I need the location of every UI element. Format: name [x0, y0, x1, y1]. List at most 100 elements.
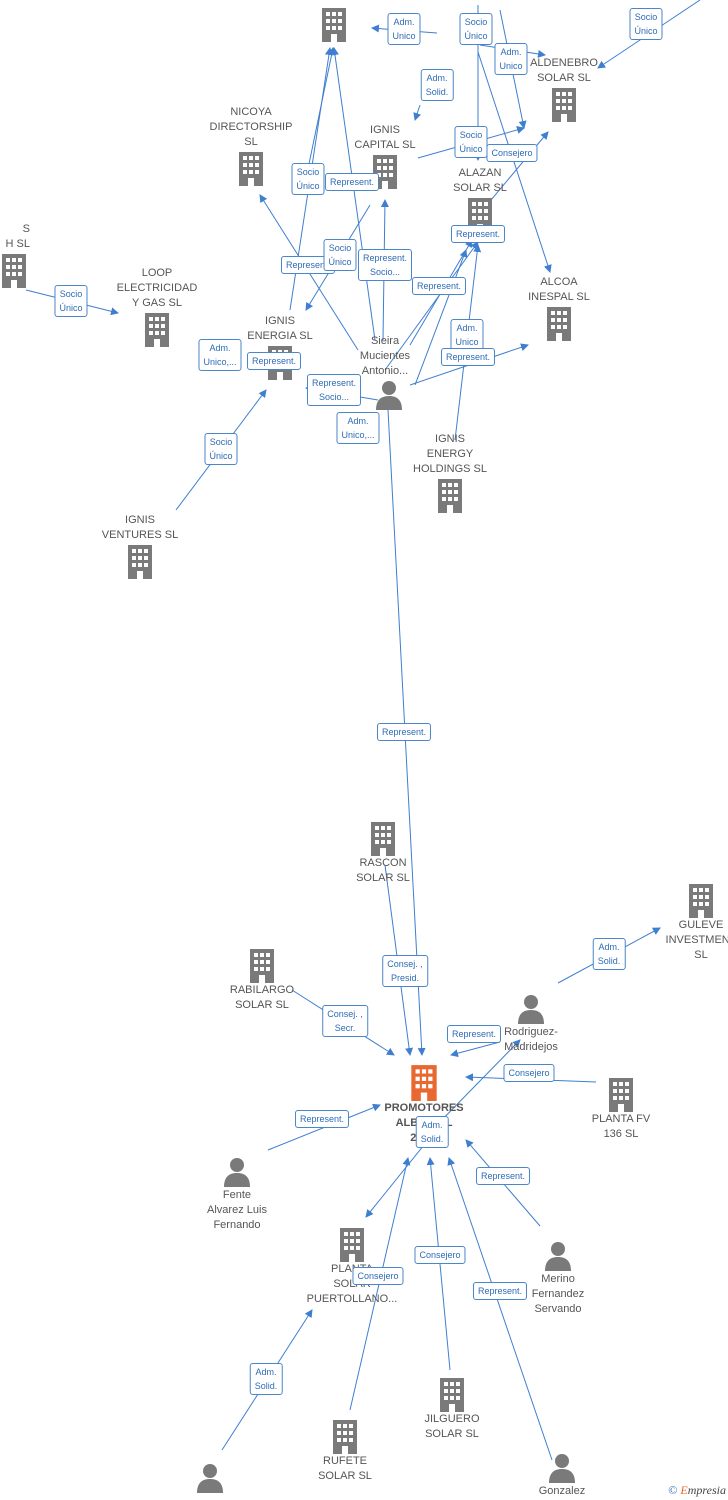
edge-label[interactable]: Represent. — [324, 173, 380, 191]
node-label: Rodriguez- Madridejos — [504, 1026, 558, 1053]
node-label: Fente Alvarez Luis Fernando — [207, 1189, 267, 1231]
node-bottom-person[interactable] — [188, 1462, 232, 1494]
node-planta-puertollano[interactable]: PLANTA SOLAR PUERTOLLANO... — [300, 1226, 404, 1307]
node-left-cut[interactable]: S H SL — [0, 222, 30, 288]
edge-label[interactable]: Represent. — [294, 1110, 350, 1128]
edge-label[interactable]: Socio Único — [629, 8, 663, 40]
edge-label[interactable]: Adm. Unico — [387, 13, 421, 45]
edge-line — [365, 1139, 429, 1218]
node-top-company[interactable] — [312, 6, 356, 42]
node-label: ALCOA INESPAL SL — [528, 276, 590, 303]
person-icon — [549, 1454, 575, 1483]
edge-label[interactable]: Consej. , Secr. — [322, 1005, 368, 1037]
person-icon — [545, 1242, 571, 1271]
building-icon — [239, 152, 263, 186]
edge-line — [384, 241, 479, 371]
node-label: S H SL — [5, 223, 30, 250]
node-label: ALAZAN SOLAR SL — [453, 167, 507, 194]
node-ignis-capital[interactable]: IGNIS CAPITAL SL — [345, 123, 425, 189]
node-ignis-ventures[interactable]: IGNIS VENTURES SL — [95, 513, 185, 579]
node-planta-fv[interactable]: PLANTA FV 136 SL — [583, 1076, 659, 1142]
node-label: PLANTA FV 136 SL — [591, 1113, 651, 1140]
edge-label[interactable]: Adm. Unico — [450, 319, 484, 351]
edge-label[interactable]: Represent. — [246, 352, 302, 370]
edge-label[interactable]: Socio Único — [204, 433, 238, 465]
edge-label[interactable]: Adm. Unico — [494, 43, 528, 75]
building-icon — [250, 949, 274, 983]
node-label: GULEVE INVESTMENT SL — [665, 919, 728, 961]
node-jilguero[interactable]: JILGUERO SOLAR SL — [413, 1376, 491, 1442]
edge-label[interactable]: Consejero — [503, 1064, 555, 1082]
building-icon — [440, 1378, 464, 1412]
node-alcoa[interactable]: ALCOA INESPAL SL — [519, 275, 599, 341]
node-rodriguez[interactable]: Rodriguez- Madridejos — [494, 993, 568, 1055]
building-icon — [128, 545, 152, 579]
edge-label[interactable]: Represent. — [411, 277, 467, 295]
edge-label[interactable]: Consej. , Presid. — [382, 955, 428, 987]
building-icon — [609, 1078, 633, 1112]
node-sieira[interactable]: Sieira Mucientes Antonio... — [348, 334, 422, 411]
person-icon — [518, 995, 544, 1024]
building-icon — [371, 822, 395, 856]
building-icon — [322, 8, 346, 42]
edge-label[interactable]: Represent. — [376, 723, 432, 741]
edge-line — [414, 249, 468, 386]
edge-label[interactable]: Socio Único — [54, 285, 88, 317]
node-alazan[interactable]: ALAZAN SOLAR SL — [442, 166, 518, 232]
node-rufete[interactable]: RUFETE SOLAR SL — [306, 1418, 384, 1484]
edge-line — [447, 1157, 553, 1461]
node-label: PLANTA SOLAR PUERTOLLANO... — [306, 1263, 398, 1305]
edge-label[interactable]: Adm. Solid. — [592, 938, 626, 970]
edge-label[interactable]: Represent. — [475, 1167, 531, 1185]
edge-label[interactable]: Represent. — [446, 1025, 502, 1043]
node-label: IGNIS CAPITAL SL — [354, 124, 416, 151]
edge-label[interactable]: Adm. Solid. — [415, 1116, 449, 1148]
node-aldenebro[interactable]: ALDENEBRO SOLAR SL — [522, 56, 606, 122]
node-label: NICOYA DIRECTORSHIP SL — [209, 106, 293, 148]
edge-label[interactable]: Adm. Unico,... — [198, 339, 242, 371]
edge-label[interactable]: Socio Único — [323, 239, 357, 271]
node-label: LOOP ELECTRICIDAD Y GAS SL — [116, 267, 198, 309]
node-loop[interactable]: LOOP ELECTRICIDAD Y GAS SL — [110, 266, 204, 347]
edge-label[interactable]: Represent. — [472, 1282, 528, 1300]
node-label: RABILARGO SOLAR SL — [229, 984, 295, 1011]
node-label: ALDENEBRO SOLAR SL — [530, 57, 598, 84]
node-ignis-energia[interactable]: IGNIS ENERGIA SL — [240, 314, 320, 380]
building-icon — [2, 254, 26, 288]
edge-label[interactable]: Represent. — [450, 225, 506, 243]
edge-label[interactable]: Adm. Solid. — [420, 69, 454, 101]
node-merino[interactable]: Merino Fernandez Servando — [520, 1240, 596, 1317]
node-guleve[interactable]: GULEVE INVESTMENT SL — [656, 882, 728, 963]
edge-line — [413, 104, 422, 121]
edge-line — [431, 1039, 521, 1131]
edge-label[interactable]: Adm. Solid. — [249, 1363, 283, 1395]
edge-line — [426, 1157, 451, 1371]
edge-label[interactable]: Represent. Socio... — [306, 374, 362, 406]
edge-label[interactable]: Socio Único — [459, 13, 493, 45]
edge-label[interactable]: Represent. — [440, 348, 496, 366]
person-icon — [376, 381, 402, 410]
building-icon — [411, 1065, 437, 1101]
node-rascon[interactable]: RASCON SOLAR SL — [345, 820, 421, 886]
edge-label[interactable]: Consejero — [414, 1246, 466, 1264]
node-gonzalez[interactable]: Gonzalez — [526, 1452, 598, 1499]
edge-label[interactable]: Socio Único — [291, 163, 325, 195]
node-ignis-energy-holdings[interactable]: IGNIS ENERGY HOLDINGS SL — [405, 432, 495, 513]
edge-line — [477, 51, 552, 273]
edge-label[interactable]: Consejero — [486, 144, 538, 162]
edge-label[interactable]: Consejero — [352, 1267, 404, 1285]
node-fente[interactable]: Fente Alvarez Luis Fernando — [195, 1156, 279, 1233]
node-label: IGNIS VENTURES SL — [101, 514, 179, 541]
building-icon — [547, 307, 571, 341]
edge-label[interactable]: Adm. Unico,... — [336, 412, 380, 444]
edge-label[interactable]: Socio Único — [454, 126, 488, 158]
edge-line — [331, 47, 376, 341]
node-rabilargo[interactable]: RABILARGO SOLAR SL — [222, 947, 302, 1013]
building-icon — [333, 1420, 357, 1454]
building-icon — [145, 313, 169, 347]
edge-label[interactable]: Represent. Socio... — [357, 249, 413, 281]
node-label: RUFETE SOLAR SL — [318, 1455, 372, 1482]
node-label: JILGUERO SOLAR SL — [424, 1413, 480, 1440]
node-nicoya[interactable]: NICOYA DIRECTORSHIP SL — [203, 105, 299, 186]
building-icon — [552, 88, 576, 122]
